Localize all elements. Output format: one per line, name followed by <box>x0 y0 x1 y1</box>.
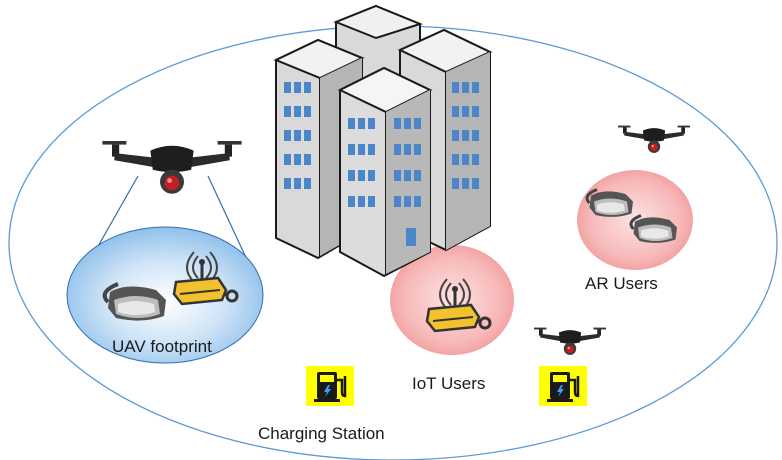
uav-drone-icon <box>102 141 242 194</box>
ar-users-label: AR Users <box>585 274 658 293</box>
uav-footprint-zone <box>66 226 264 364</box>
uav-drone-icon <box>534 327 606 355</box>
iot-users-label: IoT Users <box>412 374 486 393</box>
office-building-icon <box>273 4 493 278</box>
uav-footprint-label: UAV footprint <box>112 337 212 356</box>
ev-charger-icon <box>304 364 356 408</box>
ev-charger-icon <box>537 364 589 408</box>
uav-drone-icon <box>618 125 690 153</box>
charging-station-label: Charging Station <box>258 424 385 443</box>
